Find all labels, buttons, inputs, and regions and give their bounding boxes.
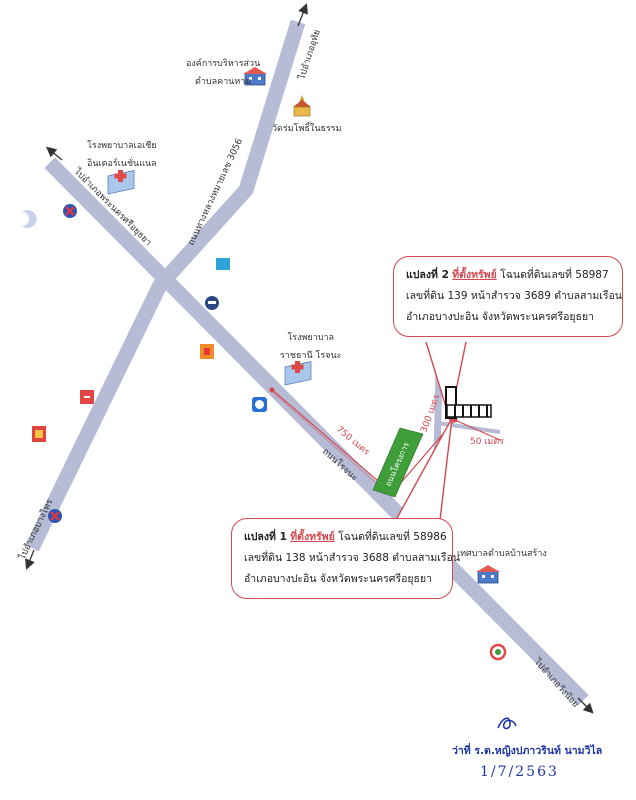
parcel-blocks [445,386,492,419]
parcel1-deed: โฉนดที่ดินเลขที่ 58986 [338,531,447,543]
sao-office-label: องค์การบริหารส่วน ตำบลคานหาม [186,59,261,87]
parcel2-title: แปลงที่ 2 [406,269,449,281]
parcel2-deed: โฉนดที่ดินเลขที่ 58987 [500,269,609,281]
distance-label-50: 50 เมตร [470,437,504,447]
hospital-icon [284,360,312,386]
parcel1-line2: เลขที่ดิน 138 หน้าสำรวจ 3688 ตำบลสามเรือ… [244,552,460,564]
callout2-pointer [425,341,467,421]
parcel1-line3: อำเภอบางปะอิน จังหวัดพระนครศรีอยุธยา [244,573,433,585]
hospital-icon [107,169,135,195]
parcel1-subtitle: ที่ตั้งทรัพย์ [290,531,335,543]
hospital-asia-label: โรงพยาบาลเอเชีย อินเตอร์เนชั่นแนล [87,141,157,169]
distance-line-750-parallel [269,389,393,498]
municipality-label: เทศบาลตำบลบ้านสร้าง [457,549,547,559]
main-road [44,157,589,706]
parcel2-line3: อำเภอบางปะอิน จังหวัดพระนครศรีอยุธยา [406,311,595,323]
highway-3056-road [25,19,306,552]
parcel2-callout: แปลงที่ 2 ที่ตั้งทรัพย์ โฉนดที่ดินเลขที่… [393,256,623,337]
gas-station-icon [63,204,77,218]
signature-date: 1/7/2563 [480,764,559,780]
temple-icon [293,95,311,117]
store-logo-icon [216,258,230,270]
arrow-southwest [25,549,35,570]
parcel1-callout: แปลงที่ 1 ที่ตั้งทรัพย์ โฉนดที่ดินเลขที่… [231,518,460,599]
arrow-southeast [577,697,594,714]
parcel2-subtitle: ที่ตั้งทรัพย์ [452,269,497,281]
bank-logo-icon [252,397,267,412]
moon-logo-icon [22,209,37,228]
arrow-northwest [46,146,63,161]
shop-logo-icon [80,390,94,404]
market-logo-icon [32,426,46,442]
gas-station-icon [48,509,62,523]
building-icon [243,67,267,86]
shop-logo-icon [200,344,214,359]
hospital-ratchathani-label: โรงพยาบาล ราชธานี โรจนะ [280,333,342,361]
parcel-strip-green [372,427,424,498]
distance-line-50 [454,419,501,441]
temple-label: วัดร่มโพธิ์ในธรรม [272,124,342,134]
branch-road-horizontal [436,421,501,434]
cafe-logo-icon [205,296,219,310]
signature-scribble [497,717,517,730]
parcel2-line2: เลขที่ดิน 139 หน้าสำรวจ 3689 ตำบลสามเรือ… [406,290,622,302]
building-icon [476,565,500,584]
parcel1-title: แปลงที่ 1 [244,531,287,543]
signature-name: ว่าที่ ร.ต.หญิงปภาวรินท์ นามวิไล [452,745,603,757]
arrow-north [297,3,308,27]
distance-line-750 [269,387,393,494]
start-point-marker [269,387,275,393]
recycle-logo-icon [489,643,507,661]
road-label-bang-sai: ไปอำเภอบางไทร [16,497,55,562]
